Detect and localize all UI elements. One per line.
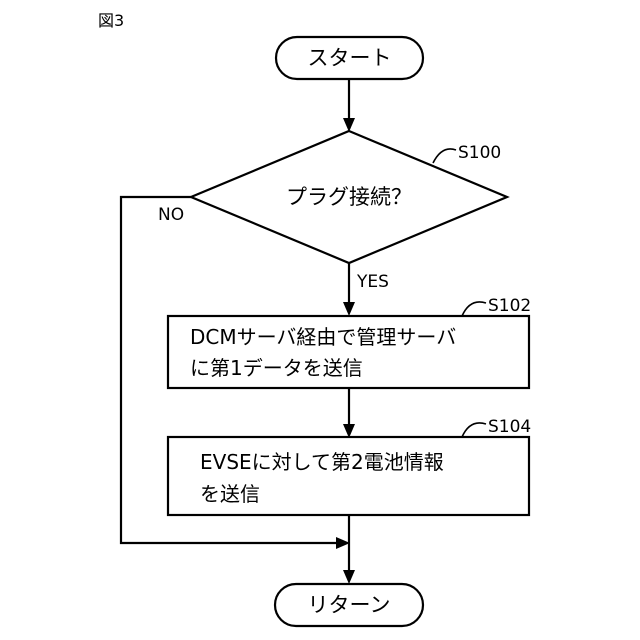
arrowhead-yes-branch <box>343 302 355 316</box>
arrowhead-process2-end <box>343 570 355 584</box>
s100-leader <box>433 149 456 163</box>
process-2-line-1: EVSEに対して第2電池情報 <box>200 450 444 474</box>
no-label: NO <box>158 205 184 225</box>
end-label: リターン <box>308 593 391 617</box>
s102-label: S102 <box>488 296 531 316</box>
process-1-line-1: DCMサーバ経由で管理サーバ <box>190 325 456 349</box>
s104-leader <box>462 423 486 437</box>
start-label: スタート <box>308 46 392 70</box>
s104-label: S104 <box>488 417 531 437</box>
arrowhead-process1-process2 <box>343 424 355 438</box>
process-1-line-2: に第1データを送信 <box>190 356 363 380</box>
s102-leader <box>462 302 486 316</box>
process-2-line-2: を送信 <box>200 482 260 506</box>
decision-label: プラグ接続？ <box>286 185 412 209</box>
yes-label: YES <box>356 272 389 292</box>
s100-label: S100 <box>458 143 501 163</box>
figure-label: 図3 <box>98 11 124 30</box>
